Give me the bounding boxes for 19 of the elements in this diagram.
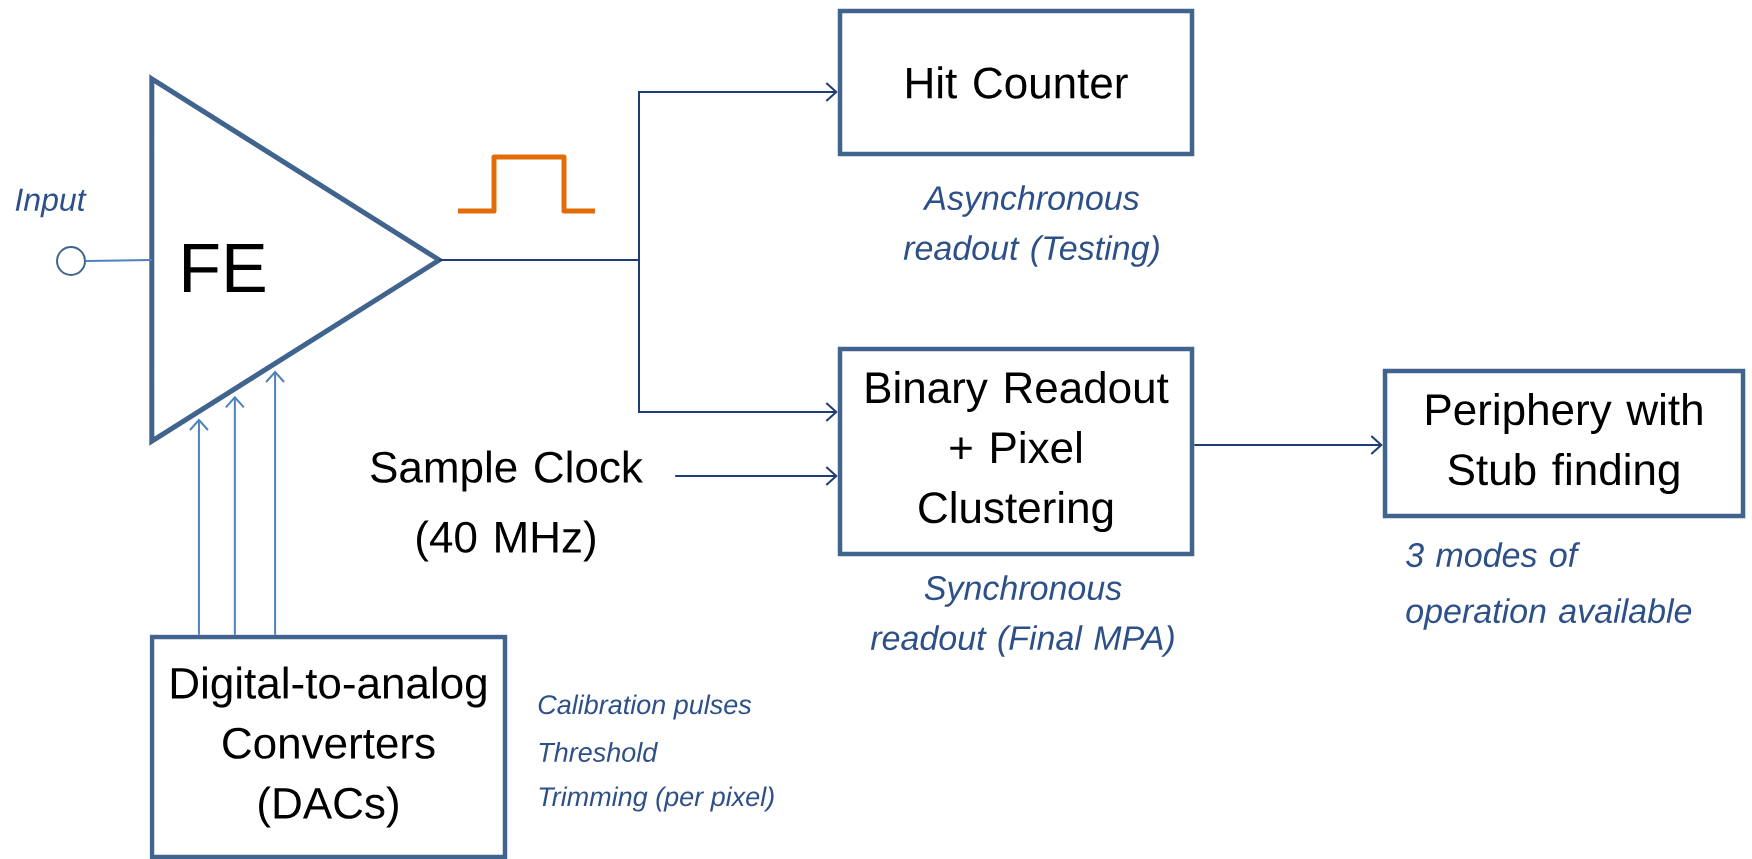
process-box: Digital-to-analog Converters (DACs)	[149, 634, 508, 859]
process-box: Hit Counter	[837, 8, 1195, 157]
arrow	[438, 259, 838, 422]
caption-text: Asynchronous readout (Testing)	[903, 185, 1159, 267]
caption-text: Calibration pulses	[538, 694, 752, 720]
input-terminal	[56, 246, 86, 276]
process-box: Periphery with Stub finding	[1382, 368, 1746, 519]
signal-label: Sample Clock (40 MHz)	[371, 450, 643, 562]
caption-text: Synchronous readout (Final MPA)	[870, 575, 1174, 657]
caption-text: Threshold	[539, 742, 658, 762]
arrow	[224, 395, 245, 636]
caption-text: Input	[15, 188, 87, 218]
arrow	[188, 418, 209, 636]
caption-text: 3 modes of operation available	[1406, 542, 1692, 630]
process-box: Binary Readout + Pixel Clustering	[837, 346, 1195, 557]
arrow	[265, 370, 286, 636]
arrow	[674, 466, 838, 486]
arrow	[1193, 435, 1383, 455]
caption-text: Trimming (per pixel)	[539, 786, 774, 812]
